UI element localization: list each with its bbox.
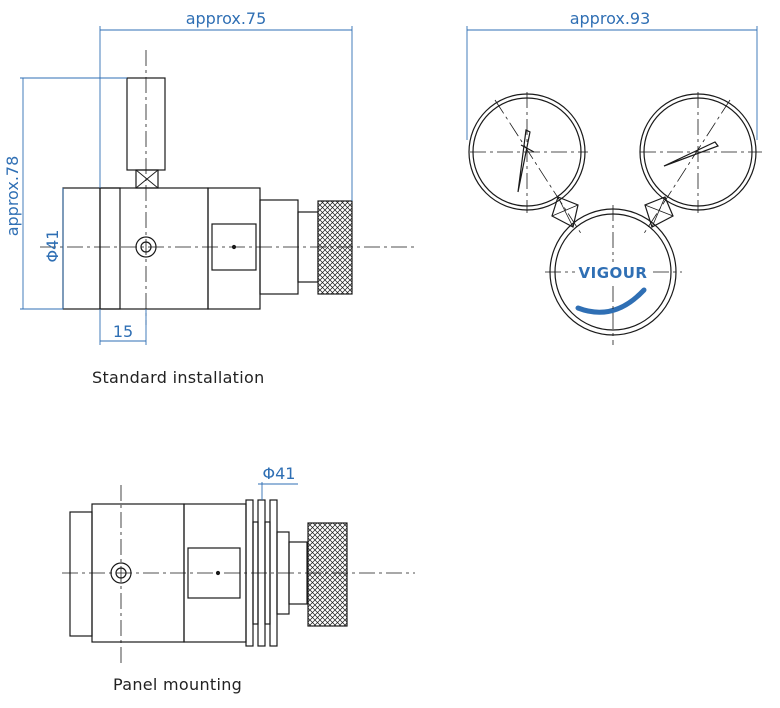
standard-diameter-dimension: Φ41 bbox=[43, 230, 62, 263]
front-width-dimension: approx.93 bbox=[570, 9, 651, 28]
knurled-knob bbox=[317, 200, 353, 295]
standard-offset-dimension: 15 bbox=[113, 322, 133, 341]
standard-dimensions bbox=[20, 26, 353, 345]
front-dimensions bbox=[466, 26, 758, 140]
standard-installation-caption: Standard installation bbox=[92, 368, 265, 387]
panel-dimensions bbox=[258, 482, 298, 500]
panel-knurled-knob bbox=[307, 522, 348, 627]
standard-installation-view bbox=[40, 50, 415, 325]
standard-width-dimension: approx.75 bbox=[186, 9, 267, 28]
panel-diameter-dimension: Φ41 bbox=[263, 464, 296, 483]
panel-rear-flange bbox=[69, 511, 93, 637]
brand-backing bbox=[575, 262, 651, 282]
front-view bbox=[468, 92, 762, 345]
regulator-body bbox=[62, 187, 209, 310]
panel-mounting-caption: Panel mounting bbox=[113, 675, 242, 694]
panel-mounting-view bbox=[62, 485, 415, 665]
brand-logo-text: VIGOUR bbox=[579, 264, 648, 282]
standard-height-dimension: approx.78 bbox=[3, 156, 22, 237]
body-flange bbox=[99, 187, 121, 310]
